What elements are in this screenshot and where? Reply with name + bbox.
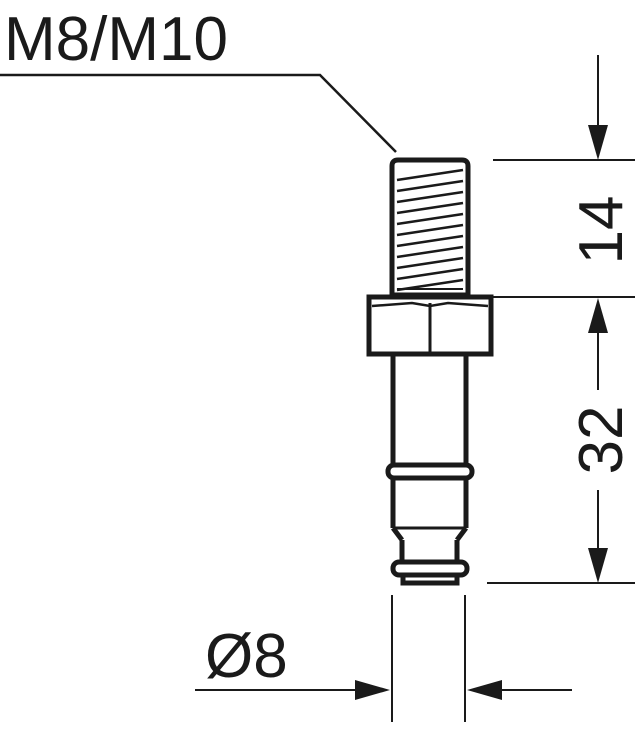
arrow-up-icon (588, 298, 608, 333)
thread-line (396, 168, 464, 182)
arrow-down-icon (588, 548, 608, 583)
arrow-down-icon (588, 125, 608, 160)
thread-line (396, 179, 464, 193)
dimension-arrows (355, 125, 608, 700)
thread-line (396, 223, 464, 237)
bolt-shaft (385, 355, 475, 586)
thread-line (396, 267, 464, 281)
thread-length-label: 14 (567, 196, 635, 265)
arrow-left-icon (467, 680, 502, 700)
thread-line (396, 190, 464, 204)
thread-line (396, 212, 464, 226)
thread-line (396, 201, 464, 215)
thread-line (396, 245, 464, 259)
thread-line (396, 234, 464, 248)
diameter-label: Ø8 (205, 622, 288, 691)
thread-leader-line (0, 73, 397, 153)
threaded-stud (389, 157, 471, 298)
body-length-label: 32 (567, 406, 635, 475)
arrow-right-icon (355, 680, 390, 700)
thread-line (396, 256, 464, 270)
hex-nut (366, 294, 494, 357)
thread-size-label: M8/M10 (4, 5, 228, 74)
